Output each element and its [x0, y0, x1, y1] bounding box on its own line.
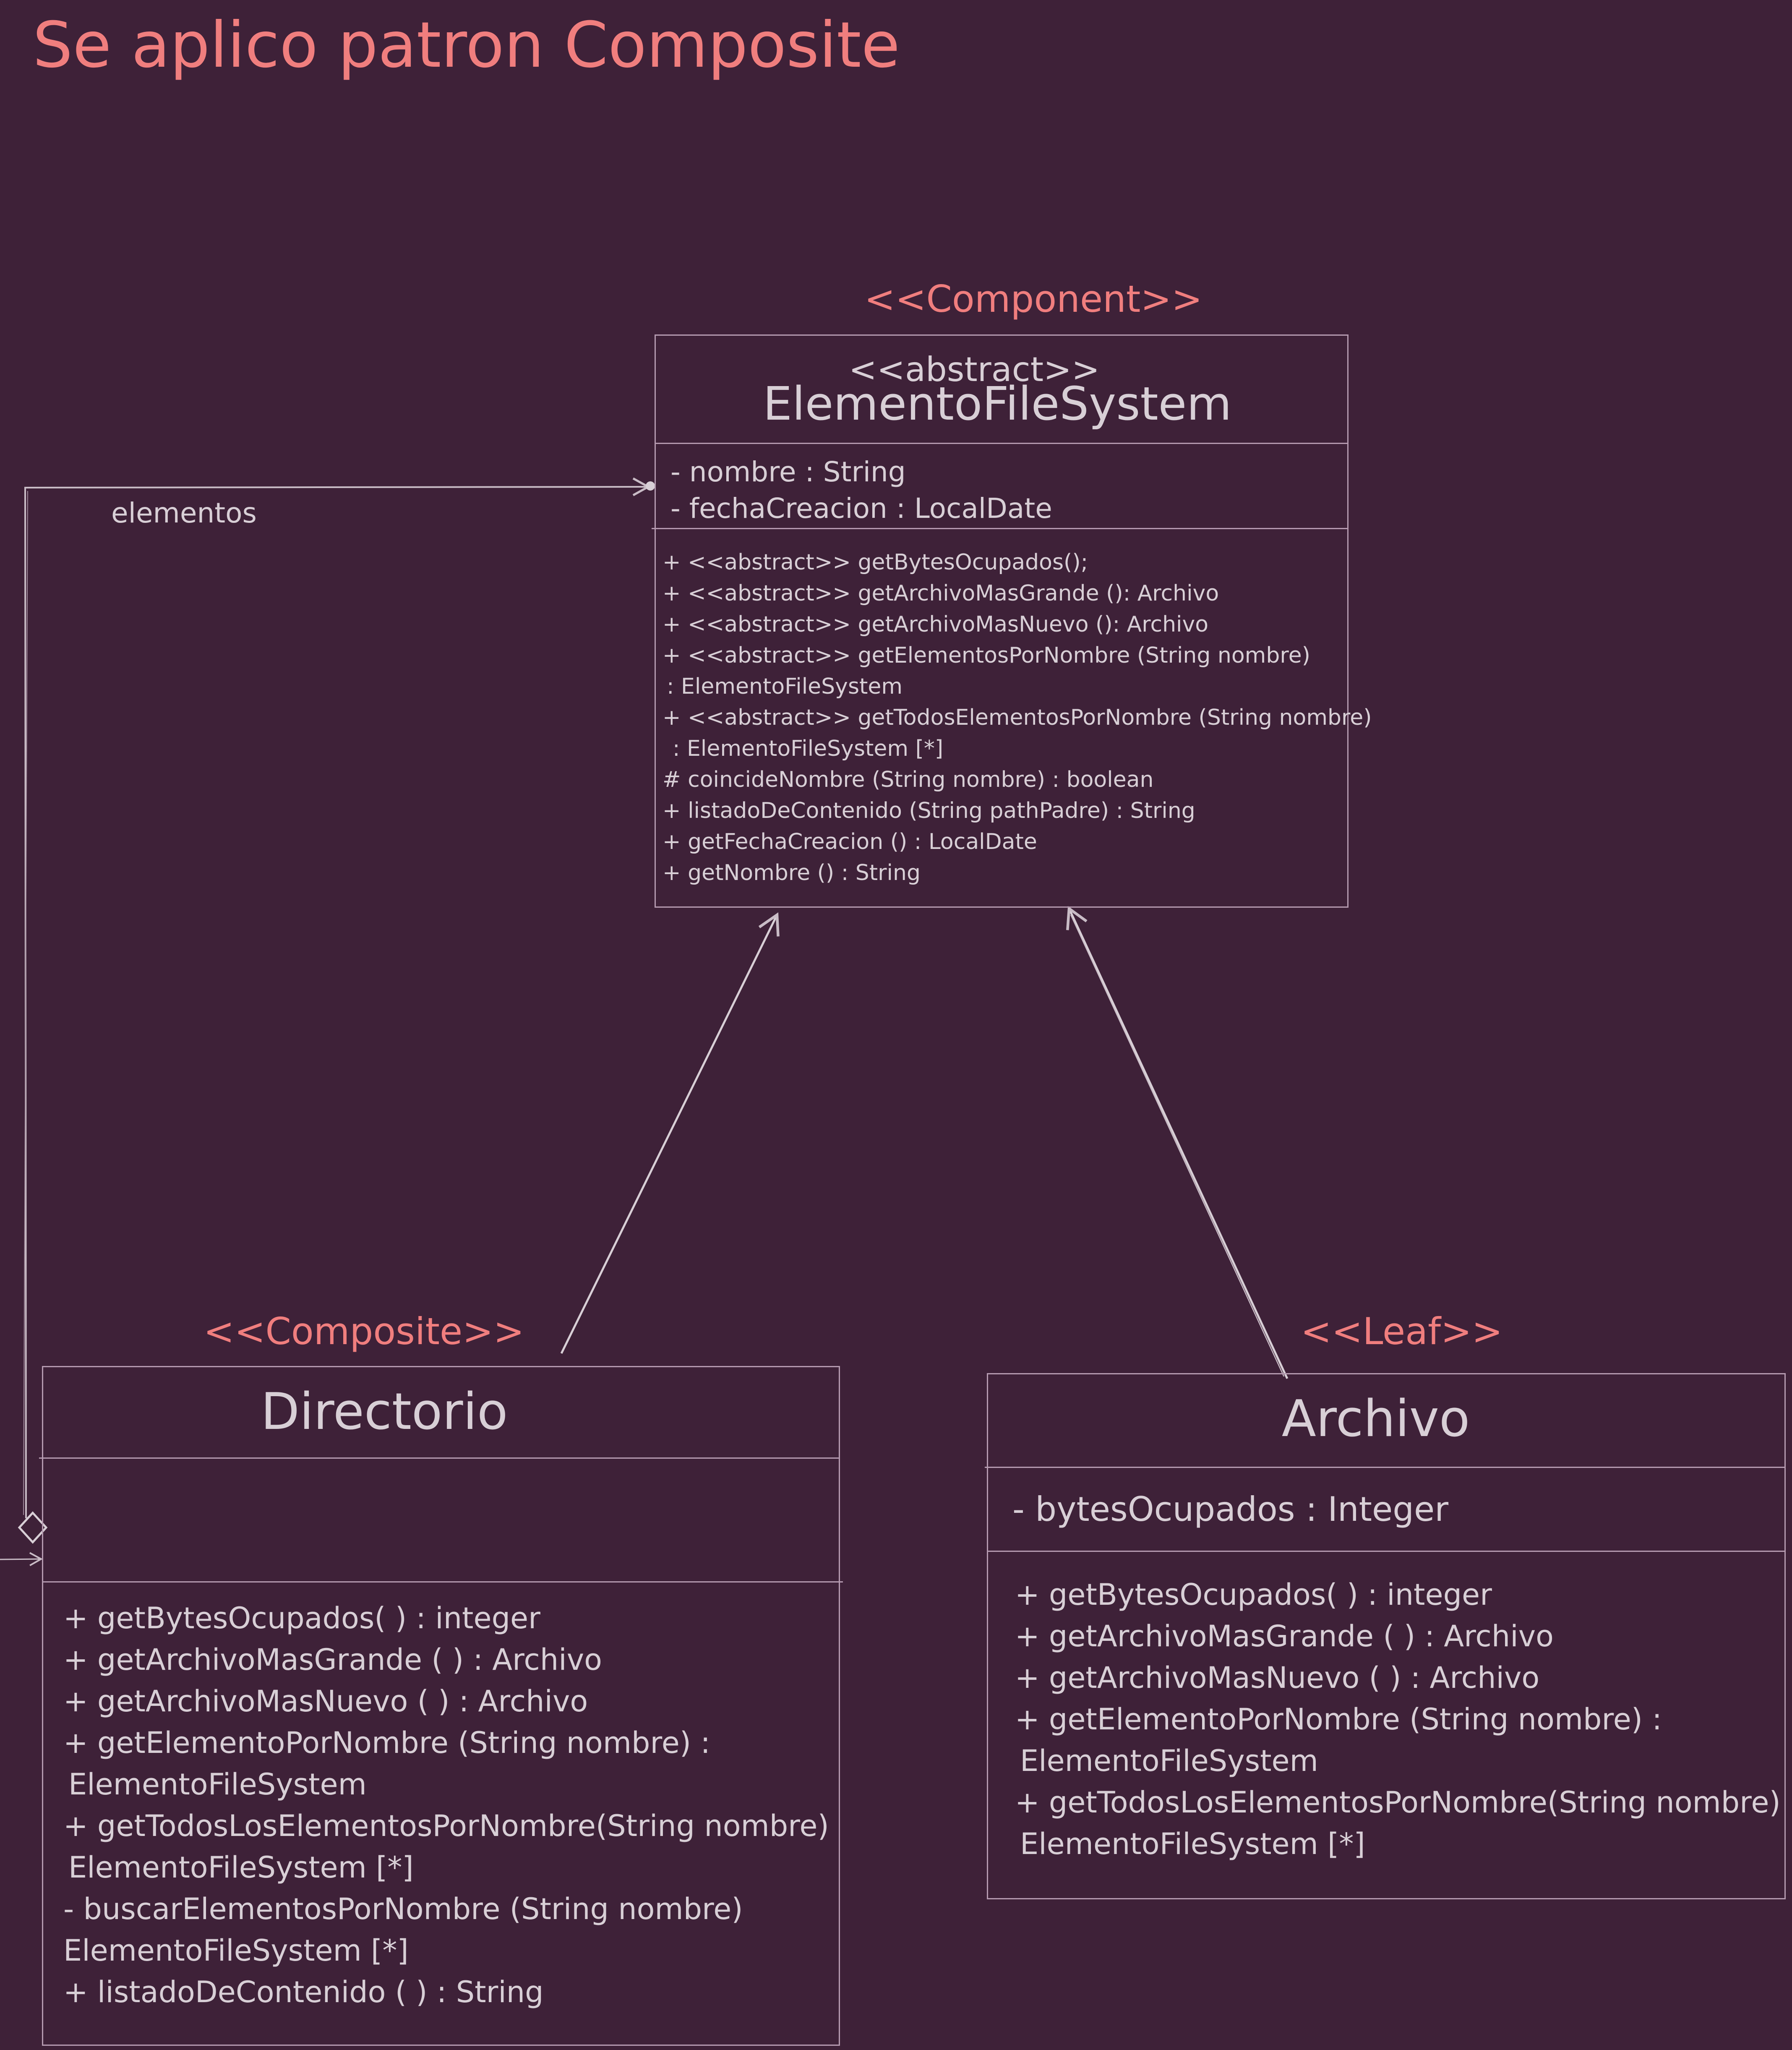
method: + getElementoPorNombre (String nombre) :	[63, 1726, 710, 1760]
generalization-archivo	[1066, 906, 1289, 1379]
class-elementofilesystem[interactable]: <<abstract>> ElementoFileSystem - nombre…	[652, 334, 1372, 908]
method-continuation: : ElementoFileSystem [*]	[673, 736, 944, 761]
class-directorio[interactable]: Directorio + getBytesOcupados( ) : integ…	[39, 1366, 843, 2046]
generalization-directorio	[560, 912, 780, 1354]
class-name: ElementoFileSystem	[763, 377, 1232, 431]
method: + getFechaCreacion () : LocalDate	[663, 829, 1037, 854]
method: + getBytesOcupados( ) : integer	[63, 1601, 540, 1635]
method: + <<abstract>> getArchivoMasNuevo (): Ar…	[663, 612, 1209, 637]
method: + getArchivoMasNuevo ( ) : Archivo	[63, 1684, 588, 1718]
method: + getElementoPorNombre (String nombre) :	[1015, 1702, 1662, 1737]
divider	[39, 1457, 839, 1459]
divider	[656, 443, 1347, 444]
abstract-tag: <<abstract>>	[848, 350, 1100, 389]
divider	[988, 1551, 1784, 1552]
attribute-nombre: - nombre : String	[670, 456, 906, 488]
method-continuation: ElementoFileSystem	[68, 1767, 367, 1802]
divider	[652, 528, 1347, 529]
method: + getArchivoMasGrande ( ) : Archivo	[1015, 1619, 1554, 1653]
method: + getTodosLosElementosPorNombre(String n…	[63, 1809, 829, 1843]
diagram-title: Se aplico patron Composite	[33, 9, 900, 82]
divider	[985, 1467, 1784, 1468]
method: + getBytesOcupados( ) : integer	[1015, 1577, 1492, 1612]
method: + listadoDeContenido (String pathPadre) …	[663, 798, 1195, 823]
method: + getTodosLosElementosPorNombre(String n…	[1015, 1785, 1781, 1820]
method: + <<abstract>> getTodosElementosPorNombr…	[663, 705, 1372, 730]
method-continuation: ElementoFileSystem	[1020, 1744, 1318, 1778]
divider	[43, 1581, 843, 1583]
method: + listadoDeContenido ( ) : String	[63, 1975, 544, 2009]
attribute-fecha-creacion: - fechaCreacion : LocalDate	[670, 492, 1052, 525]
component-stereotype: <<Component>>	[864, 277, 1202, 321]
association-label: elementos	[111, 497, 257, 529]
method-continuation: ElementoFileSystem [*]	[68, 1850, 414, 1885]
method-continuation: ElementoFileSystem [*]	[63, 1933, 409, 1968]
class-name: Archivo	[1281, 1390, 1470, 1448]
method: - buscarElementosPorNombre (String nombr…	[63, 1892, 743, 1926]
method: + <<abstract>> getArchivoMasGrande (): A…	[663, 581, 1219, 606]
class-name: Directorio	[261, 1383, 508, 1441]
method: + getArchivoMasGrande ( ) : Archivo	[63, 1643, 602, 1677]
method: + getArchivoMasNuevo ( ) : Archivo	[1015, 1661, 1540, 1695]
method: + <<abstract>> getElementosPorNombre (St…	[663, 643, 1310, 668]
method: + <<abstract>> getBytesOcupados();	[663, 550, 1088, 575]
method: + getNombre () : String	[663, 860, 921, 885]
composite-stereotype: <<Composite>>	[203, 1310, 524, 1353]
method-continuation: : ElementoFileSystem	[667, 674, 903, 699]
attribute-bytes-ocupados: - bytesOcupados : Integer	[1012, 1490, 1449, 1529]
aggregation-diamond	[18, 1511, 48, 1544]
class-archivo[interactable]: Archivo - bytesOcupados : Integer + getB…	[985, 1373, 1786, 1899]
method: # coincideNombre (String nombre) : boole…	[663, 767, 1154, 792]
method-continuation: ElementoFileSystem [*]	[1020, 1827, 1365, 1861]
leaf-stereotype: <<Leaf>>	[1301, 1310, 1503, 1353]
aggregation-elementos	[24, 477, 651, 1519]
